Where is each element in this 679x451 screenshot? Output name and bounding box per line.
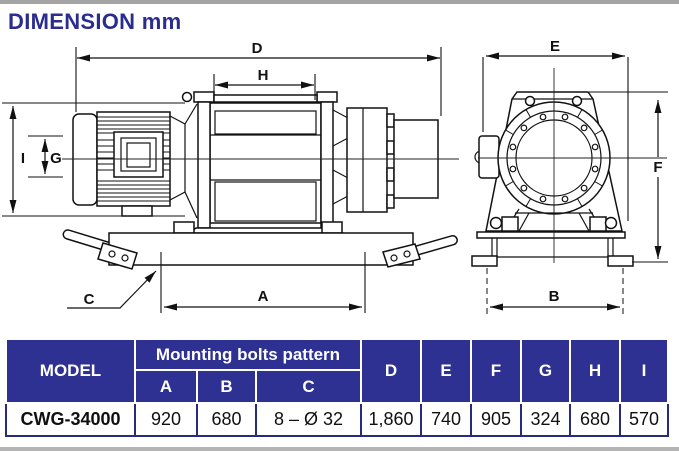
winch-drum-frame [181, 91, 338, 229]
dim-label-b: B [549, 288, 560, 305]
top-edge-strip [0, 0, 679, 4]
mounting-plate [108, 232, 414, 266]
col-header-d: D [360, 338, 422, 404]
dim-label-g: G [50, 150, 62, 167]
dim-label-h: H [258, 67, 269, 84]
motor-junction-box [113, 131, 164, 178]
col-header-f: F [470, 338, 522, 404]
col-header-i: I [619, 338, 669, 404]
front-stand [471, 208, 634, 267]
col-header-b: B [196, 369, 257, 404]
dim-label-a: A [258, 288, 269, 305]
flange-bolts [509, 113, 599, 203]
model-column-header: MODEL [5, 338, 136, 404]
cell-i: 570 [619, 402, 669, 437]
dim-label-d: D [252, 40, 263, 57]
left-handle-plate [97, 242, 138, 270]
cell-g: 324 [520, 402, 571, 437]
col-header-e: E [420, 338, 472, 404]
cell-b: 680 [196, 402, 257, 437]
col-header-h: H [569, 338, 621, 404]
cell-h: 680 [569, 402, 621, 437]
side-view-drawing [62, 91, 458, 270]
mounting-base [62, 221, 458, 270]
right-handle-plate [382, 243, 421, 268]
dim-label-c: C [84, 291, 95, 308]
col-header-c: C [255, 369, 362, 404]
dim-label-e: E [550, 38, 560, 55]
cell-e: 740 [420, 402, 472, 437]
spec-table: MODEL Mounting bolts pattern D E F G H I… [5, 338, 669, 437]
cell-model: CWG-34000 [5, 402, 136, 437]
drum [209, 102, 322, 224]
front-view-drawing [471, 91, 634, 267]
mounting-bolts-group-header: Mounting bolts pattern [134, 338, 362, 371]
page-title: DIMENSION mm [8, 9, 182, 34]
motor [72, 103, 198, 219]
shaft-end-cover [478, 135, 500, 179]
bottom-edge-strip [0, 447, 679, 451]
cell-a: 920 [134, 402, 198, 437]
table-row: CWG-34000 920 680 8 – Ø 32 1,860 740 905… [5, 402, 669, 437]
dim-label-f: F [653, 159, 662, 176]
cell-c: 8 – Ø 32 [255, 402, 362, 437]
cell-f: 905 [470, 402, 522, 437]
col-header-a: A [134, 369, 198, 404]
dimension-lines: D H I G C A E F B [2, 38, 668, 314]
clutch-housing [332, 107, 439, 213]
dimension-drawing: D H I G C A E F B [2, 38, 668, 314]
dim-label-i: I [21, 150, 25, 167]
leader-line-C [67, 270, 157, 309]
frame-eyelet [181, 91, 193, 103]
col-header-g: G [520, 338, 571, 404]
cell-d: 1,860 [360, 402, 422, 437]
